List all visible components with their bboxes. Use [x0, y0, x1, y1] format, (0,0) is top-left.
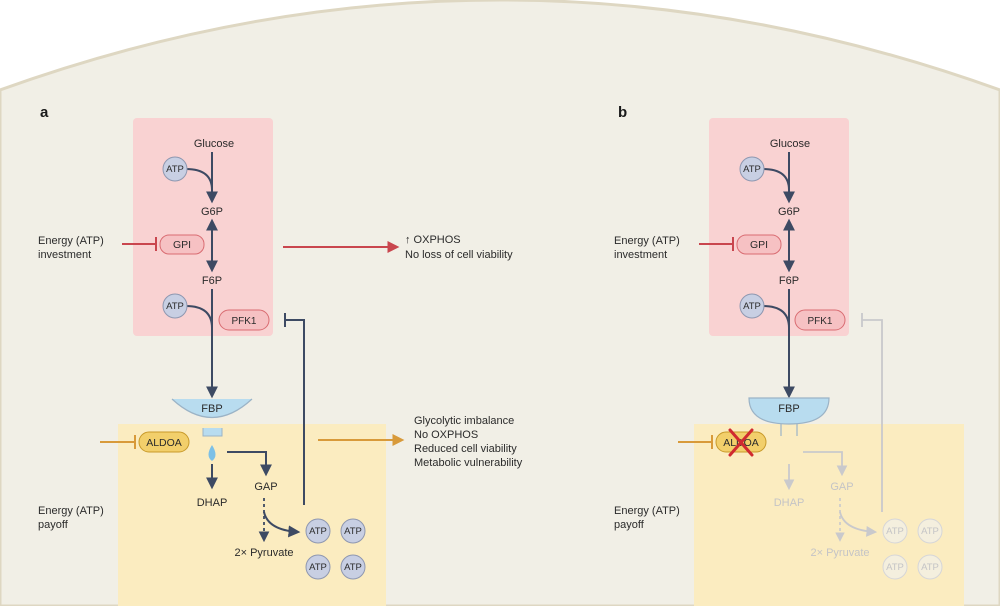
gap-label-faint: GAP: [830, 481, 853, 493]
investment-phase-box: [133, 118, 273, 336]
outcome-bottom-line4: Metabolic vulnerability: [414, 457, 523, 469]
payoff-label-line1: Energy (ATP): [38, 505, 104, 517]
g6p-label: G6P: [201, 206, 223, 218]
svg-text:ATP: ATP: [886, 562, 904, 573]
outcome-bottom-line3: Reduced cell viability: [414, 443, 517, 455]
svg-text:ATP: ATP: [309, 562, 327, 573]
investment-phase-box: [709, 118, 849, 336]
atp-consumption-curve-1: [762, 168, 790, 191]
svg-text:ATP: ATP: [886, 526, 904, 537]
fbp-funnel: [171, 398, 253, 419]
arrow-to-gap: [227, 451, 272, 477]
svg-text:ATP: ATP: [921, 526, 939, 537]
panel-b-label: b: [618, 104, 627, 121]
g6p-label: G6P: [778, 206, 800, 218]
atp-feedback-inhibition: [285, 319, 305, 505]
atp-production-curve: [263, 511, 301, 538]
outcome-bottom-line1: Glycolytic imbalance: [414, 415, 514, 427]
atp-circle-faint: ATP: [882, 518, 908, 544]
gpi-enzyme: GPI: [736, 234, 782, 255]
pyruvate-label: 2× Pyruvate: [234, 547, 293, 559]
aldoa-enzyme: ALDOA: [138, 431, 190, 453]
atp-circle: ATP: [162, 293, 188, 319]
investment-label-line2: investment: [614, 249, 667, 261]
fbp-funnel-full: [748, 397, 830, 425]
funnel-spout: [780, 424, 798, 436]
panel-a-label: a: [40, 104, 49, 121]
atp-production-curve-faint: [839, 511, 878, 537]
panel-a: a Glucose G6P F6P ATP ATP GPI PFK1: [38, 104, 523, 606]
arrow-to-gap-faint: [803, 451, 848, 477]
f6p-label: F6P: [202, 275, 222, 287]
atp-circle: ATP: [340, 518, 366, 544]
outcome-top-line1: ↑ OXPHOS: [405, 234, 461, 246]
atp-circle: ATP: [340, 554, 366, 580]
pfk1-enzyme: PFK1: [794, 309, 846, 331]
atp-feedback-inhibition-faint: [862, 319, 883, 512]
payoff-label-line2: payoff: [38, 519, 69, 531]
investment-label-line2: investment: [38, 249, 91, 261]
glucose-label: Glucose: [194, 138, 234, 150]
atp-circle-faint: ATP: [917, 554, 943, 580]
gpi-enzyme: GPI: [159, 234, 205, 255]
funnel-spout: [202, 428, 223, 437]
f6p-label: F6P: [779, 275, 799, 287]
svg-text:ALDOA: ALDOA: [146, 437, 182, 449]
panel-b: b Glucose G6P F6P ATP ATP GPI PFK1: [614, 104, 964, 606]
fbp-label: FBP: [778, 403, 799, 415]
dhap-label: DHAP: [197, 497, 228, 509]
atp-circle: ATP: [739, 293, 765, 319]
svg-text:ATP: ATP: [309, 526, 327, 537]
atp-circle: ATP: [739, 156, 765, 182]
svg-text:PFK1: PFK1: [807, 316, 832, 327]
svg-text:ATP: ATP: [166, 164, 184, 175]
pyruvate-label-faint: 2× Pyruvate: [810, 547, 869, 559]
droplet: [208, 445, 216, 461]
svg-text:ATP: ATP: [743, 301, 761, 312]
atp-circle-faint: ATP: [917, 518, 943, 544]
svg-text:ATP: ATP: [344, 562, 362, 573]
outcome-bottom-line2: No OXPHOS: [414, 429, 478, 441]
payoff-phase-box: [118, 424, 386, 606]
svg-text:ATP: ATP: [743, 164, 761, 175]
svg-text:ATP: ATP: [166, 301, 184, 312]
payoff-label-line1: Energy (ATP): [614, 505, 680, 517]
outcome-top-line2: No loss of cell viability: [405, 249, 513, 261]
dhap-label-faint: DHAP: [774, 497, 805, 509]
payoff-label-line2: payoff: [614, 519, 645, 531]
atp-circle: ATP: [162, 156, 188, 182]
atp-circle: ATP: [305, 518, 331, 544]
svg-text:ATP: ATP: [921, 562, 939, 573]
atp-consumption-curve-1: [185, 168, 213, 191]
atp-consumption-curve-2: [762, 305, 790, 329]
investment-label-line1: Energy (ATP): [38, 235, 104, 247]
investment-label-line1: Energy (ATP): [614, 235, 680, 247]
svg-text:GPI: GPI: [750, 239, 768, 251]
atp-circle: ATP: [305, 554, 331, 580]
atp-consumption-curve-2: [185, 305, 213, 329]
payoff-phase-box: [694, 424, 964, 606]
svg-text:ATP: ATP: [344, 526, 362, 537]
pfk1-enzyme: PFK1: [218, 309, 270, 331]
gap-label: GAP: [254, 481, 277, 493]
svg-text:PFK1: PFK1: [231, 316, 256, 327]
svg-text:GPI: GPI: [173, 239, 191, 251]
fbp-label: FBP: [201, 403, 222, 415]
glucose-label: Glucose: [770, 138, 810, 150]
knockout-x-icon: [728, 428, 754, 457]
atp-circle-faint: ATP: [882, 554, 908, 580]
